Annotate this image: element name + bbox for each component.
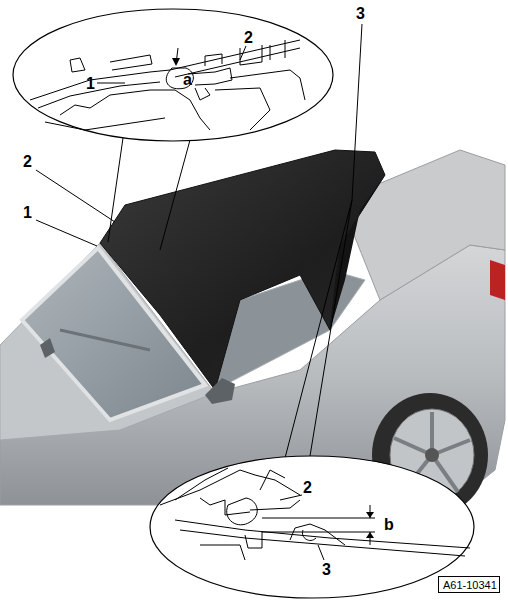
arrowhead (172, 58, 180, 66)
callout-number: 2 (303, 480, 312, 496)
dimension-label: b (384, 517, 394, 533)
leader-line (318, 545, 324, 560)
callout-number: 1 (86, 76, 95, 92)
detail-leader (310, 200, 352, 456)
leader-line (352, 24, 362, 200)
callout-number: 2 (23, 154, 32, 170)
dimension-label: a (183, 72, 192, 88)
detail-leader (108, 138, 123, 242)
leader-line (240, 46, 246, 60)
callout-number: 3 (322, 562, 331, 578)
figure-number-box: A61-10341 (438, 576, 500, 593)
leader-line (36, 170, 115, 222)
seal-section (160, 468, 470, 560)
soft-top (100, 150, 385, 390)
leader-line (280, 495, 302, 500)
callout-number: 3 (356, 6, 365, 22)
mirror (205, 378, 235, 404)
leader-line (97, 83, 125, 84)
callout-number: 2 (244, 30, 253, 46)
detail-leader (160, 140, 190, 250)
seal-section (30, 40, 305, 130)
detail-leader (285, 200, 352, 458)
hub (425, 448, 439, 462)
mirror-left (40, 338, 55, 358)
detail-view (13, 9, 333, 141)
figure-number: A61-10341 (443, 580, 495, 591)
detail-view (150, 456, 474, 598)
callout-number: 1 (23, 205, 32, 221)
dimension-b (262, 505, 375, 545)
leader-line (36, 220, 97, 246)
tail-light (490, 260, 505, 300)
arrowhead (366, 512, 374, 538)
dashboard (60, 330, 150, 350)
